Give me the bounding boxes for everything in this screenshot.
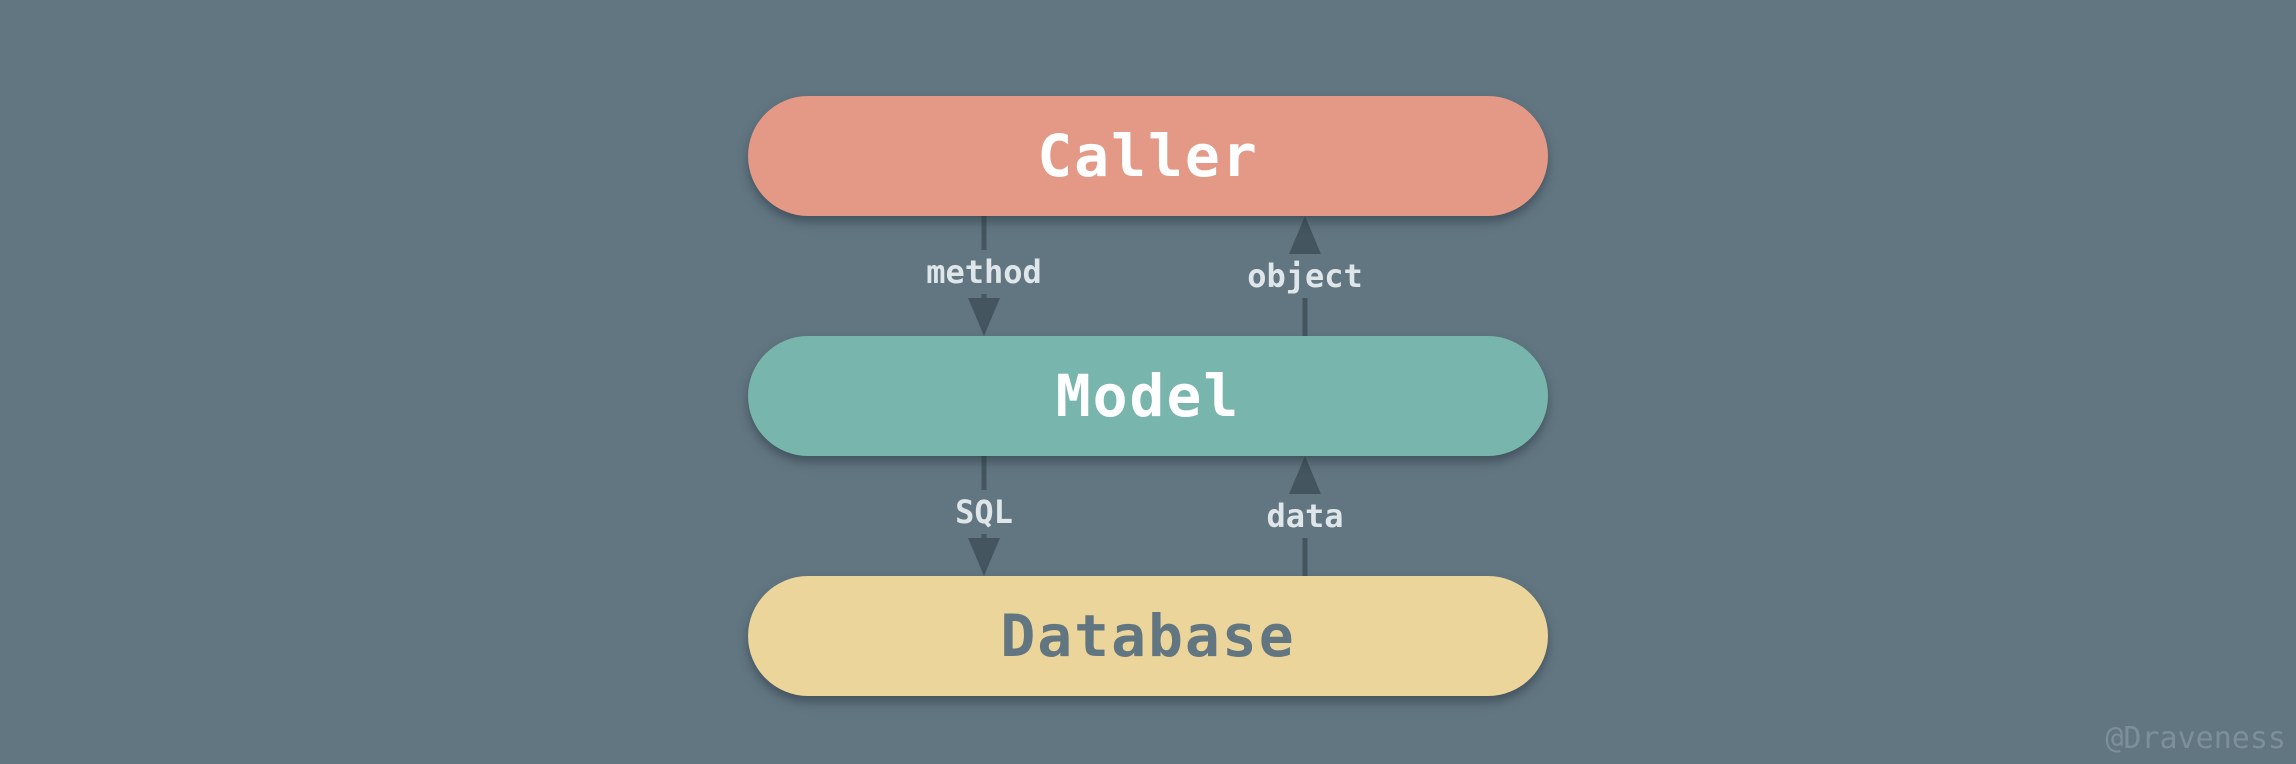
model-node: Model <box>748 336 1548 456</box>
database-node: Database <box>748 576 1548 696</box>
caller-node: Caller <box>748 96 1548 216</box>
edge-label-method: method <box>920 250 1048 294</box>
edge-label-sql: SQL <box>949 490 1019 534</box>
edge-label-data: data <box>1260 494 1350 538</box>
caller-node-label: Caller <box>1037 122 1259 190</box>
database-node-label: Database <box>1000 602 1296 670</box>
edge-label-object: object <box>1241 254 1369 298</box>
model-node-label: Model <box>1055 362 1241 430</box>
watermark: @Draveness <box>2105 721 2286 756</box>
